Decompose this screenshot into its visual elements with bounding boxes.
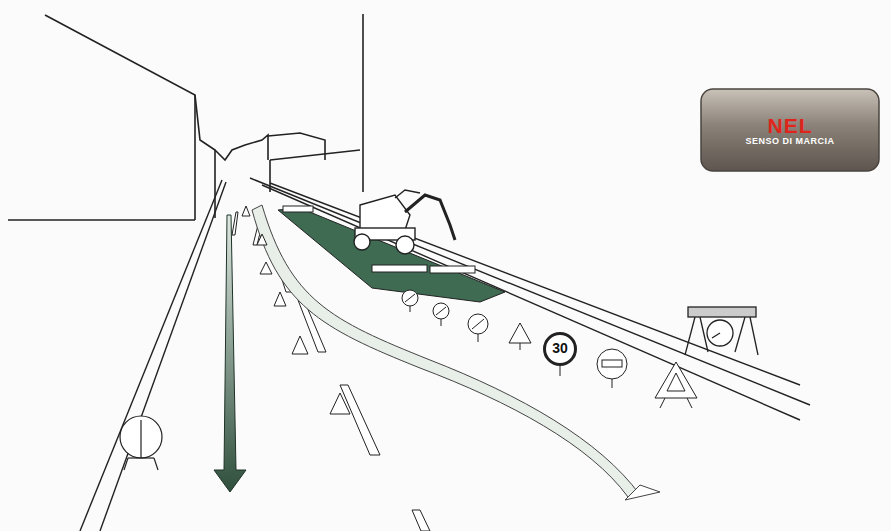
sign-ring <box>545 334 576 365</box>
speed-limit-sign: 30 <box>543 332 577 366</box>
lane-arrow <box>625 485 660 500</box>
buildings <box>8 14 363 220</box>
work-signs <box>402 290 697 408</box>
badge-subtitle: SENSO DI MARCIA <box>745 137 834 147</box>
direction-arrow <box>214 215 246 492</box>
cones <box>242 206 350 414</box>
excavator <box>354 190 455 254</box>
road-edges <box>80 178 810 531</box>
badge-background <box>701 89 879 171</box>
mandatory-sign <box>120 416 162 470</box>
lane-dashes <box>232 212 430 531</box>
barrier <box>685 307 758 355</box>
badge-heading: NEL <box>768 114 813 137</box>
lane-marking <box>252 205 640 497</box>
direction-badge: NELSENSO DI MARCIA <box>700 88 880 172</box>
sign-post <box>560 366 561 376</box>
sign-number: 30 <box>552 341 568 356</box>
